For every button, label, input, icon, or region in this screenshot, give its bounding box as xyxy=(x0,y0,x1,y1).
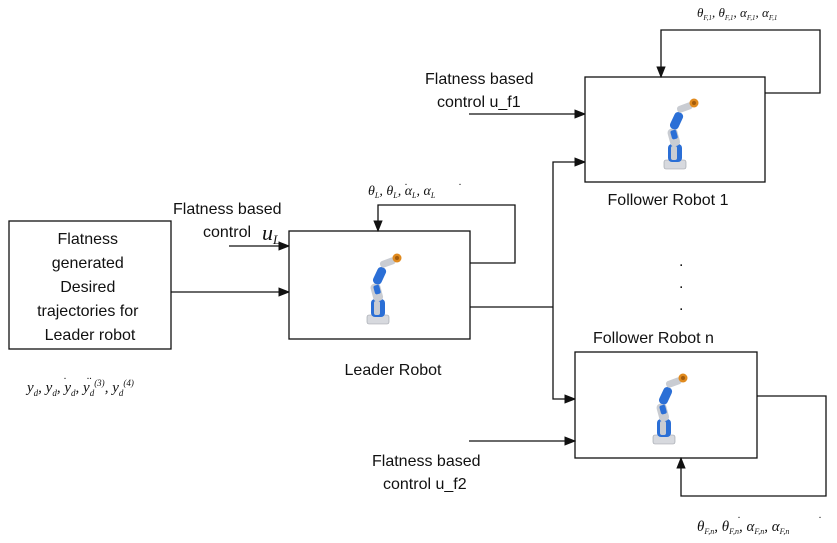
svg-text:.: . xyxy=(738,510,741,521)
leader-control-label-2: control xyxy=(203,224,251,241)
svg-text:.: . xyxy=(459,177,462,188)
follower1-control-label-1: Flatness based xyxy=(425,71,534,88)
ellipsis-dot-3: . xyxy=(679,297,683,314)
svg-text:yd, yd, yd, yd(3), yd(4): yd, yd, yd, yd(3), yd(4) xyxy=(25,378,134,398)
svg-text:..: .. xyxy=(87,371,92,382)
followern-control-label-2: control u_f2 xyxy=(383,476,467,493)
source-line-2: generated xyxy=(52,255,124,272)
source-derivatives-label: yd, yd, yd, yd(3), yd(4) . .. xyxy=(25,371,134,398)
svg-text:.: . xyxy=(405,177,408,188)
follower1-robot-caption: Follower Robot 1 xyxy=(608,192,729,209)
leader-robot-caption: Leader Robot xyxy=(345,362,443,379)
svg-text:.: . xyxy=(819,510,822,521)
followern-control-label-1: Flatness based xyxy=(372,453,481,470)
leader-feedback-loop xyxy=(373,204,516,264)
follower1-control-label-2: control u_f1 xyxy=(437,94,521,111)
followern-feedback-loop xyxy=(676,395,827,497)
leader-feedback-label: θL, θL, αL, αL xyxy=(368,184,436,200)
followern-robot-caption: Follower Robot n xyxy=(593,330,714,347)
leader-to-followern-arrow xyxy=(552,307,577,404)
source-line-1: Flatness xyxy=(58,231,118,248)
ellipsis-dot-2: . xyxy=(679,275,683,292)
follower1-feedback-loop xyxy=(656,29,821,94)
source-line-5: Leader robot xyxy=(45,327,136,344)
svg-text:.: . xyxy=(64,371,67,382)
leader-control-symbol: uL xyxy=(262,220,280,247)
followern-feedback-label: θF,n, θF,n, αF,n, αF,n xyxy=(697,519,789,536)
follower1-feedback-label: θF,1, θF,1, αF,1, αF,1 xyxy=(697,5,777,22)
source-line-3: Desired xyxy=(60,279,115,296)
source-box-text: Flatness generated Desired trajectories … xyxy=(37,231,143,344)
leader-control-label-1: Flatness based xyxy=(173,201,282,218)
trajectory-source-box xyxy=(8,220,172,350)
leader-to-follower1-arrow xyxy=(552,157,587,307)
source-line-4: trajectories for xyxy=(37,303,139,320)
ellipsis-dot-1: . xyxy=(679,253,683,270)
